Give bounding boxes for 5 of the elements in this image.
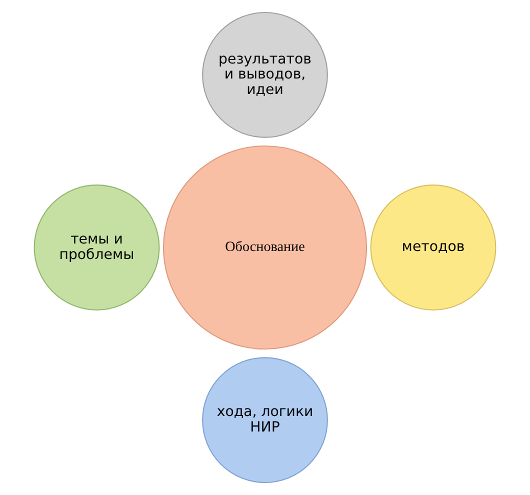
node-circle: методов — [370, 184, 496, 310]
node-circle: темы и проблемы — [34, 184, 160, 310]
node-circle: хода, логики НИР — [202, 357, 328, 484]
node-circle: Обоснование — [162, 145, 368, 350]
node-circle: результатов и выводов, идеи — [202, 12, 328, 138]
